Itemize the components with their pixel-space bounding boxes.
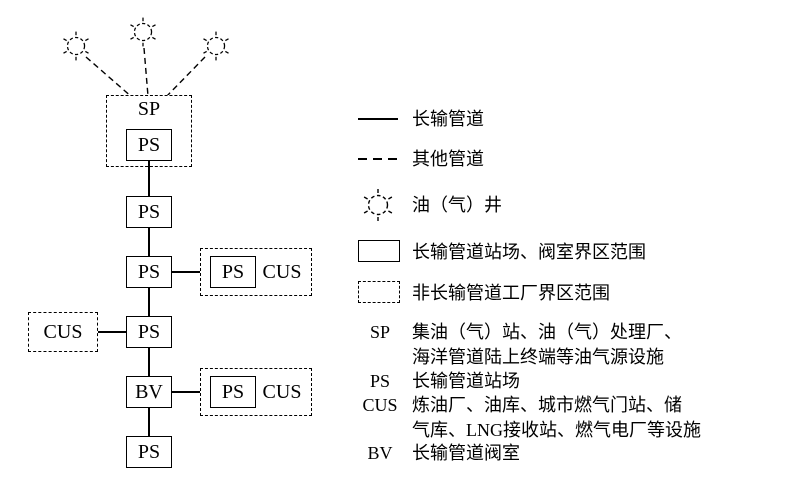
branch1-connector-line <box>172 271 200 273</box>
node-ps-5: PS <box>126 436 172 468</box>
legend-label-solid-line: 长输管道 <box>412 109 484 129</box>
branch1-node-ps: PS <box>210 256 256 288</box>
left-cus-connector-line <box>98 331 126 333</box>
node-ps-2: PS <box>126 196 172 228</box>
abbr-ps: PS <box>369 371 391 391</box>
abbr-cus: CUS <box>362 395 398 415</box>
branch2-cus-label: CUS <box>262 380 302 403</box>
dashed-line-symbol <box>358 158 398 160</box>
branch2-node-ps: PS <box>210 376 256 408</box>
pipeline-segment-5 <box>148 408 150 436</box>
abbr-ps-desc: 长输管道站场 <box>412 371 520 391</box>
well-connector-dashed-lines <box>85 47 206 99</box>
abbr-sp: SP <box>369 322 391 342</box>
legend-label-plant-boundary: 非长输管道工厂界区范围 <box>412 283 610 303</box>
pipeline-segment-3 <box>148 288 150 316</box>
pipeline-segment-1 <box>148 161 150 196</box>
legend-label-dashed-line: 其他管道 <box>412 149 484 169</box>
pipeline-segment-2 <box>148 228 150 256</box>
solid-rect-symbol <box>358 240 400 262</box>
oil-gas-well-icon-3 <box>203 31 229 61</box>
oil-gas-well-icon-1 <box>63 31 89 61</box>
branch2-connector-line <box>172 391 200 393</box>
node-ps-1: PS <box>126 129 172 161</box>
legend-label-station-boundary: 长输管道站场、阀室界区范围 <box>412 242 646 262</box>
abbr-sp-desc: 集油（气）站、油（气）处理厂、 海洋管道陆上终端等油气源设施 <box>412 322 682 367</box>
node-bv: BV <box>126 376 172 408</box>
well-legend-icon <box>363 189 393 221</box>
oil-gas-well-icon-2 <box>130 17 156 47</box>
pipeline-segment-4 <box>148 348 150 376</box>
sp-facility-label: SP <box>137 98 161 120</box>
abbr-bv-desc: 长输管道阀室 <box>412 443 520 463</box>
branch1-cus-label: CUS <box>262 260 302 283</box>
legend-label-well: 油（气）井 <box>412 195 502 215</box>
left-cus-boundary-box: CUS <box>28 312 98 352</box>
node-ps-3: PS <box>126 256 172 288</box>
solid-line-symbol <box>358 118 398 120</box>
node-ps-4: PS <box>126 316 172 348</box>
abbr-cus-desc: 炼油厂、油库、城市燃气门站、储 气库、LNG接收站、燃气电厂等设施 <box>412 395 701 440</box>
abbr-bv: BV <box>367 443 393 463</box>
dashed-rect-symbol <box>358 281 400 303</box>
